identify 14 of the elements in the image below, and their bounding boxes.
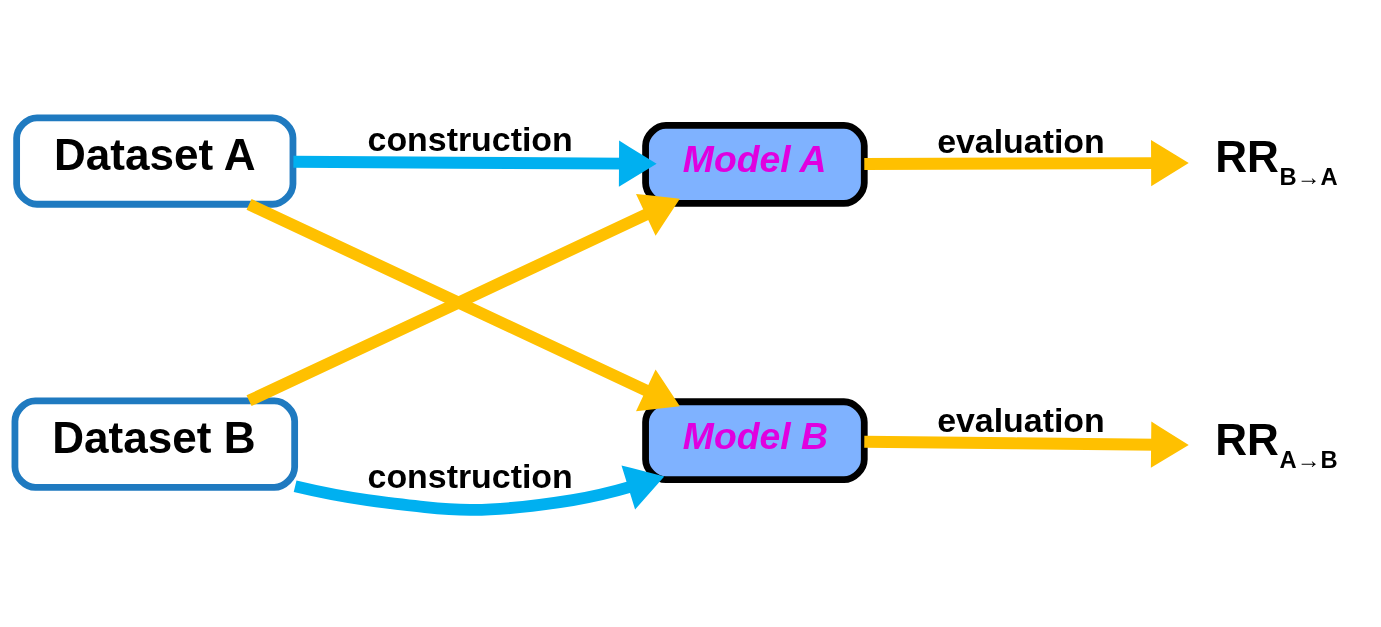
- edge-label: construction: [367, 119, 573, 158]
- node-box: Dataset A: [13, 113, 297, 208]
- node-box: Model B: [642, 397, 868, 483]
- arrow: [293, 140, 657, 187]
- edge-label: evaluation: [937, 400, 1105, 439]
- node-box: Dataset B: [11, 397, 299, 491]
- node-text: RR$_{B→A}$: [1215, 131, 1338, 190]
- arrow: [864, 139, 1189, 186]
- arrow: [293, 465, 665, 516]
- node-text: RR$_{A→B}$: [1215, 414, 1338, 473]
- node-box: Model A: [642, 121, 868, 207]
- edge-label: evaluation: [937, 121, 1105, 160]
- arrow: [864, 421, 1189, 468]
- edge-label: construction: [367, 456, 573, 495]
